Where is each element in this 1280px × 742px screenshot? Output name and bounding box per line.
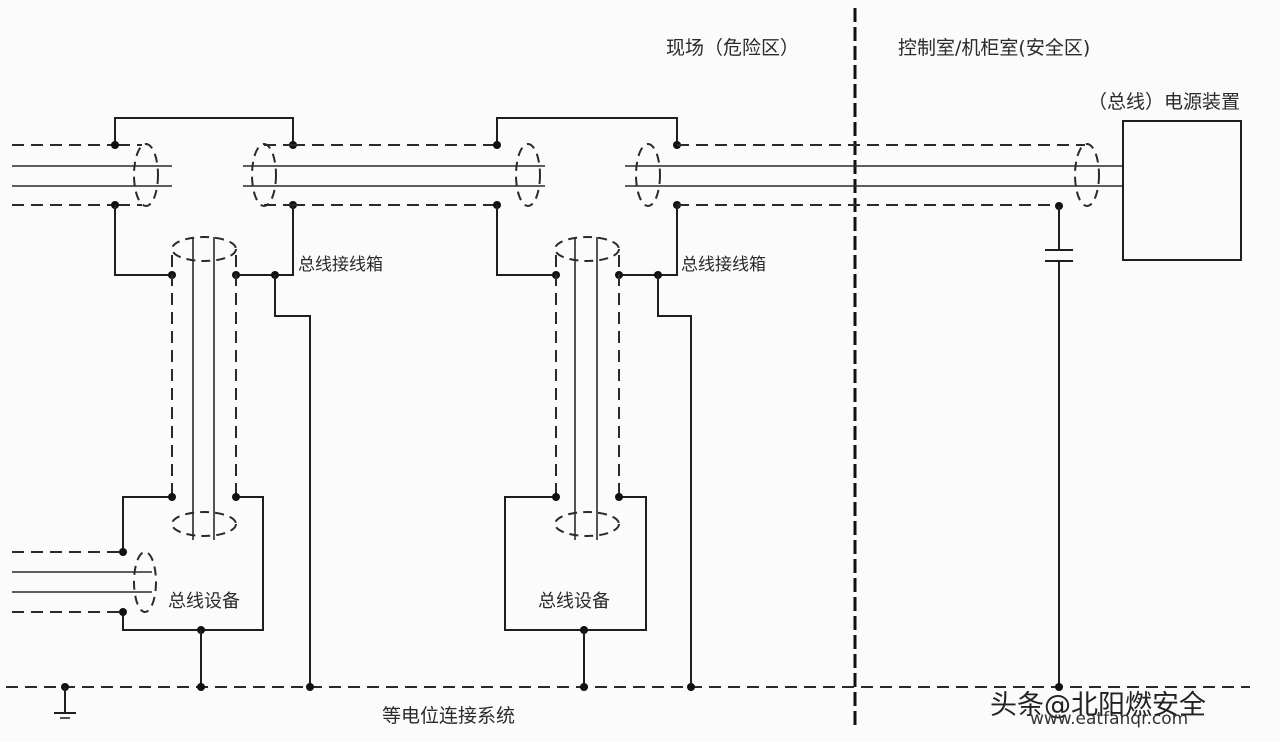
trunk-cable-segment-3 xyxy=(625,143,1123,207)
equipotential-bus-label: 等电位连接系统 xyxy=(382,705,515,727)
trunk-cable-segment-1 xyxy=(12,143,172,207)
trunk-cable-segment-2 xyxy=(243,143,545,207)
hazardous-zone-label: 现场（危险区） xyxy=(666,37,799,59)
safe-zone-label: 控制室/机柜室(安全区) xyxy=(898,37,1090,59)
jb1-right-shield-wire xyxy=(236,205,294,276)
bus-device-2 xyxy=(504,493,647,687)
cable-shield-icon xyxy=(171,236,237,262)
cable-shield-icon xyxy=(251,143,277,207)
power-supply-label: （总线）电源装置 xyxy=(1088,91,1240,113)
watermark-text: 头条@北阳燃安全 xyxy=(990,690,1206,721)
jb2-ground-wire xyxy=(657,275,692,687)
bus-device-1 xyxy=(12,493,264,687)
power-supply-box xyxy=(1122,120,1242,261)
cable-shield-icon xyxy=(635,143,661,207)
bus-device-1-label: 总线设备 xyxy=(168,591,240,612)
junction-box-1-label: 总线接线箱 xyxy=(298,255,383,275)
spur-cable-1 xyxy=(171,236,237,540)
ground-icon xyxy=(54,687,76,719)
cable-shield-icon xyxy=(133,551,157,613)
junction-box-2-shield-bridge xyxy=(496,117,678,145)
jb1-left-shield-wire xyxy=(114,205,172,276)
jb2-left-shield-wire xyxy=(496,205,556,276)
bus-device-2-label: 总线设备 xyxy=(538,591,610,612)
jb1-ground-wire xyxy=(274,275,311,687)
jb2-right-shield-wire xyxy=(619,205,678,276)
junction-box-2-label: 总线接线箱 xyxy=(681,255,766,275)
cable-shield-icon xyxy=(133,143,159,207)
watermark-url: www.eatfanqr.com xyxy=(1030,709,1188,729)
cable-shield-icon xyxy=(554,511,620,537)
spur-cable-2 xyxy=(554,236,620,540)
capacitor-icon xyxy=(1045,202,1073,687)
cable-shield-icon xyxy=(1074,143,1100,207)
cable-shield-icon xyxy=(171,511,237,537)
cable-shield-icon xyxy=(554,236,620,262)
junction-box-1-shield-bridge xyxy=(114,117,294,145)
cable-shield-icon xyxy=(515,143,541,207)
